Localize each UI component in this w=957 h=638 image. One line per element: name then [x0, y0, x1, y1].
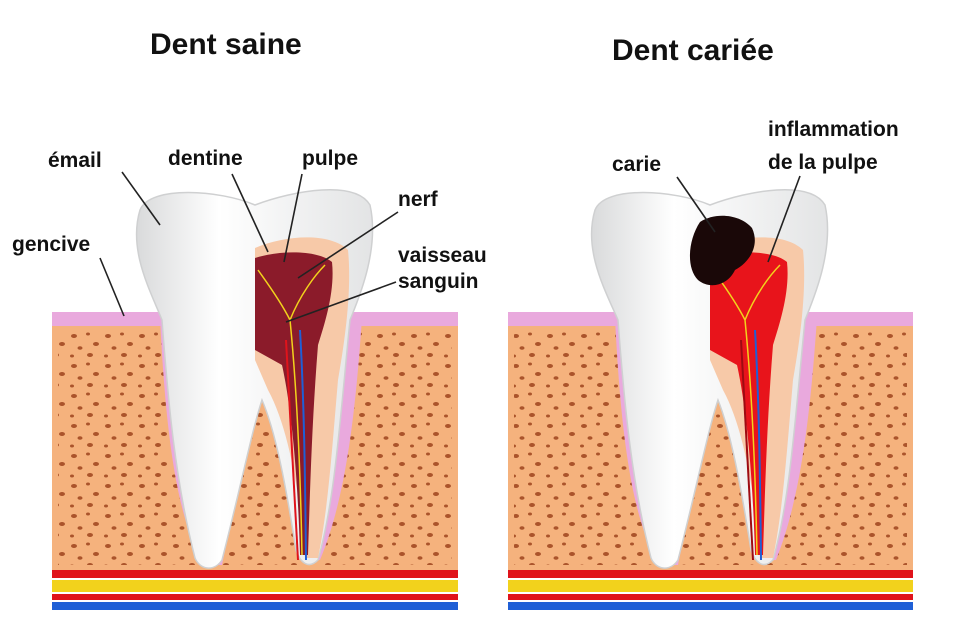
title-healthy-tooth: Dent saine	[150, 28, 302, 61]
label-inflammation-line1: inflammation	[768, 118, 899, 141]
label-dentine: dentine	[168, 147, 243, 170]
artery-fibers-left	[285, 339, 299, 561]
leader-pulpe	[283, 173, 303, 263]
label-carie: carie	[612, 153, 662, 176]
artery-band-left	[52, 570, 458, 600]
nerve-fibers-left	[257, 264, 326, 556]
pulp-inflamed-right	[710, 252, 788, 555]
leader-gencive	[99, 257, 125, 317]
vein-band-left	[52, 602, 458, 610]
pulp-left	[255, 252, 333, 555]
leader-inflammation	[767, 175, 801, 263]
label-vaisseau-line2: sanguin	[398, 270, 479, 293]
artery-fibers-right	[740, 339, 754, 561]
title-decayed-tooth: Dent cariée	[612, 34, 774, 67]
leader-carie	[676, 176, 716, 233]
artery-band-right	[508, 570, 913, 600]
label-email: émail	[48, 149, 102, 172]
caries-lesion	[689, 215, 755, 286]
leader-email	[121, 171, 161, 226]
label-gencive: gencive	[12, 233, 91, 256]
leader-nerf	[297, 211, 399, 279]
decayed-tooth-panel	[508, 189, 913, 610]
healthy-tooth-panel	[52, 189, 458, 610]
label-vaisseau-line1: vaisseau	[398, 244, 487, 267]
label-inflammation-line2: de la pulpe	[768, 151, 878, 174]
label-pulpe: pulpe	[302, 147, 358, 170]
leader-lines	[99, 171, 801, 323]
leader-vaisseau	[285, 281, 397, 323]
vessel-fibers-right	[754, 329, 762, 561]
nerve-band-left	[52, 580, 458, 592]
nerve-band-right	[508, 580, 913, 592]
leader-dentine	[231, 173, 269, 253]
vein-band-right	[508, 602, 913, 610]
label-nerf: nerf	[398, 188, 438, 211]
vessel-fibers-left	[299, 329, 307, 561]
